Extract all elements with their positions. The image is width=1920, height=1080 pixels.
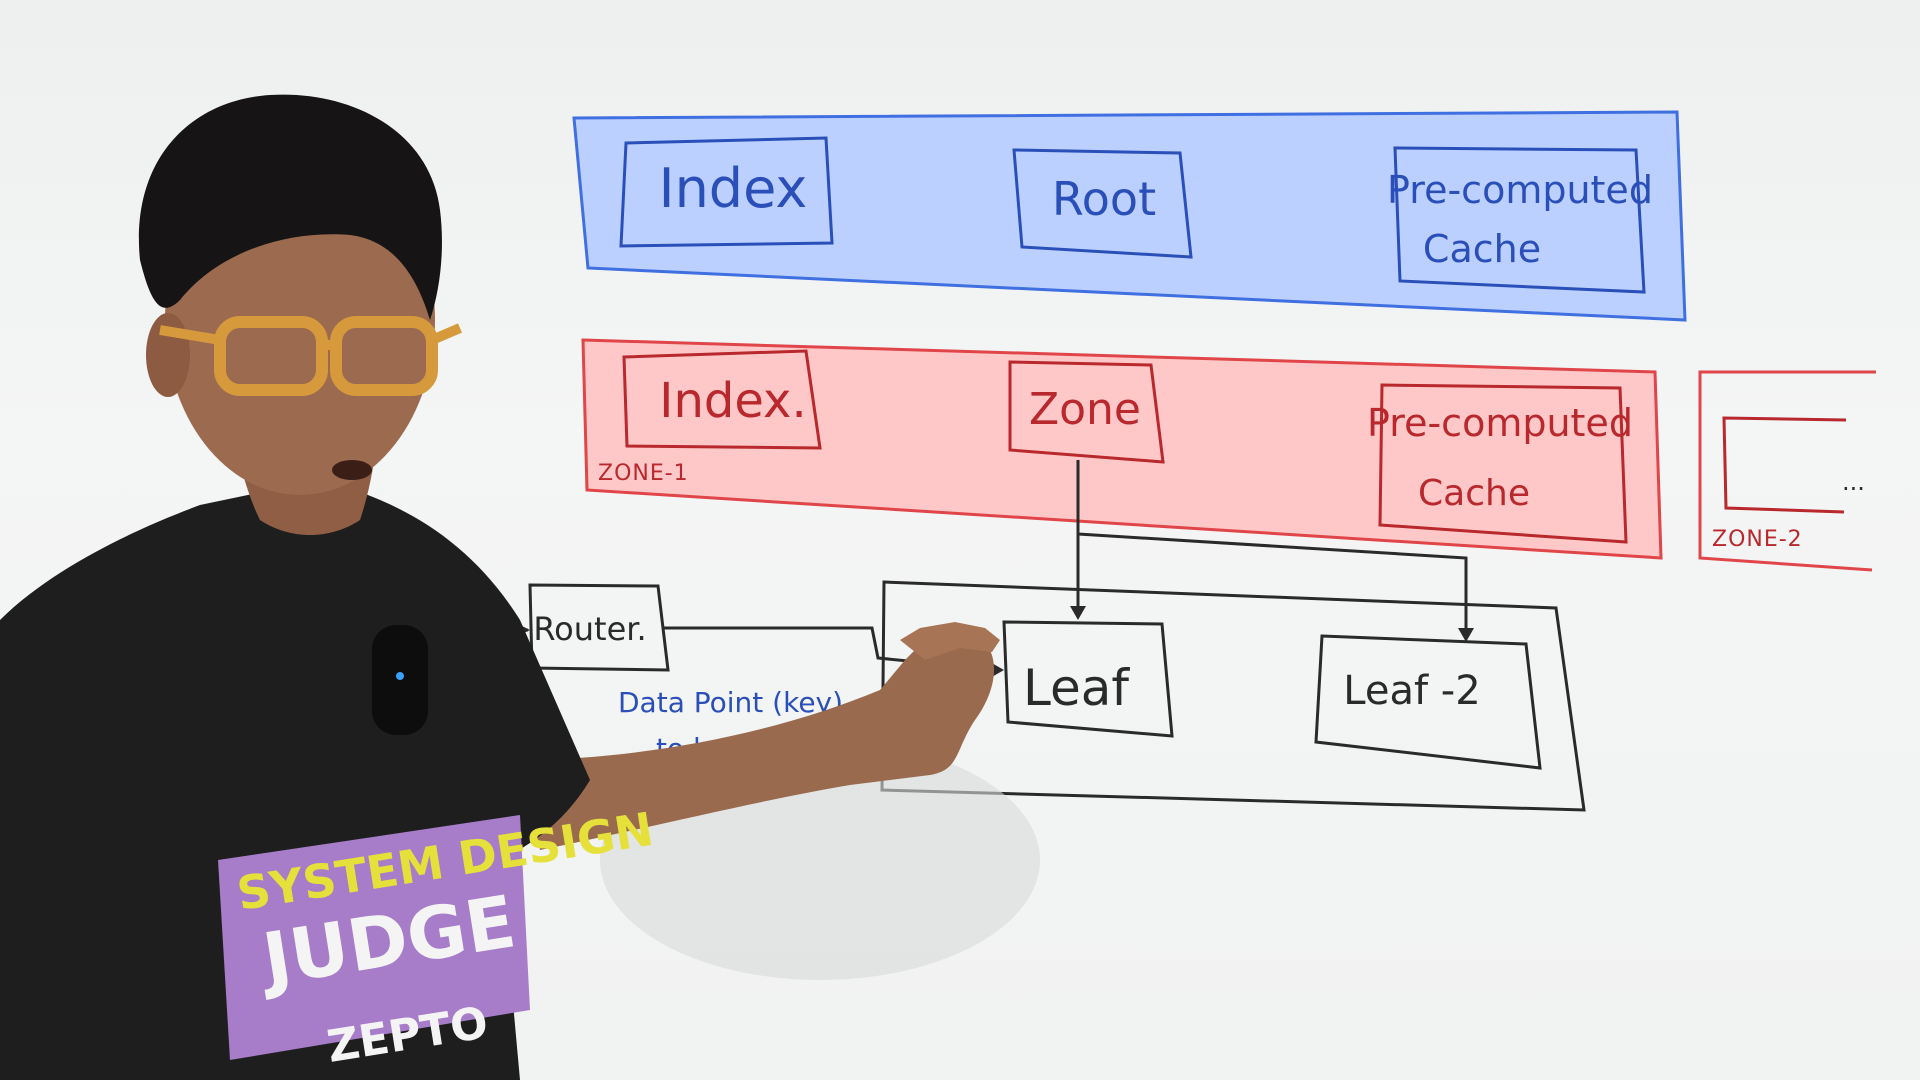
zone-to-leaf-arrowhead xyxy=(1070,606,1086,620)
zone-label: Zone xyxy=(1029,384,1141,435)
root-cache-label-line1: Pre-computed xyxy=(1387,168,1653,212)
zone2-inner-box xyxy=(1722,416,1847,514)
zone-to-leaf2-arrowhead xyxy=(1458,628,1474,642)
root-cache-label-line2: Cache xyxy=(1423,227,1541,271)
root-box xyxy=(1012,148,1193,259)
zone1-index-label: Index. xyxy=(659,373,806,429)
presenter: SYSTEM DESIGN JUDGE ZEPTO xyxy=(0,94,1040,1080)
root-index-label: Index xyxy=(659,157,808,220)
pink-sheet xyxy=(581,338,1663,560)
presenter-arm xyxy=(520,632,995,850)
leaf2-label: Leaf -2 xyxy=(1343,668,1480,714)
zone1-cache-box xyxy=(1378,383,1628,544)
zone1-cache-label-line2: Cache xyxy=(1418,473,1530,514)
root-cache-box xyxy=(1393,146,1646,294)
clip-microphone xyxy=(372,625,428,735)
presenter-glasses xyxy=(159,316,462,396)
zone-to-leaf2-line xyxy=(1077,532,1468,630)
presenter-mouth xyxy=(332,460,372,480)
root-tier: Index Root Pre-computed Cache xyxy=(572,110,1687,322)
router-box xyxy=(528,583,670,672)
zone1-label: ZONE-1 xyxy=(598,461,689,486)
root-index-box xyxy=(619,136,834,248)
presenter-hair xyxy=(138,94,442,320)
data-point-note-line1: Data Point (key). xyxy=(618,686,852,719)
blue-sheet xyxy=(572,110,1687,322)
zone2-tier: ... ZONE-2 xyxy=(1698,370,1876,572)
root-label: Root xyxy=(1052,172,1156,226)
zone1-tier: Index. Zone Pre-computed Cache ZONE-1 xyxy=(581,338,1663,560)
presenter-fingers xyxy=(900,622,1000,660)
zone2-frame xyxy=(1698,370,1876,572)
presenter-ear xyxy=(146,313,190,397)
leaf-box xyxy=(1002,620,1174,738)
zone1-index-box xyxy=(622,349,822,450)
zone1-cache-label-line1: Pre-computed xyxy=(1367,401,1633,445)
zone2-label: ZONE-2 xyxy=(1712,527,1803,552)
zone-box xyxy=(1008,360,1165,464)
zone2-ellipsis: ... xyxy=(1842,468,1865,496)
leaf2-box xyxy=(1314,634,1542,770)
leaf-label: Leaf xyxy=(1023,659,1130,717)
router-label: Router. xyxy=(533,610,646,648)
